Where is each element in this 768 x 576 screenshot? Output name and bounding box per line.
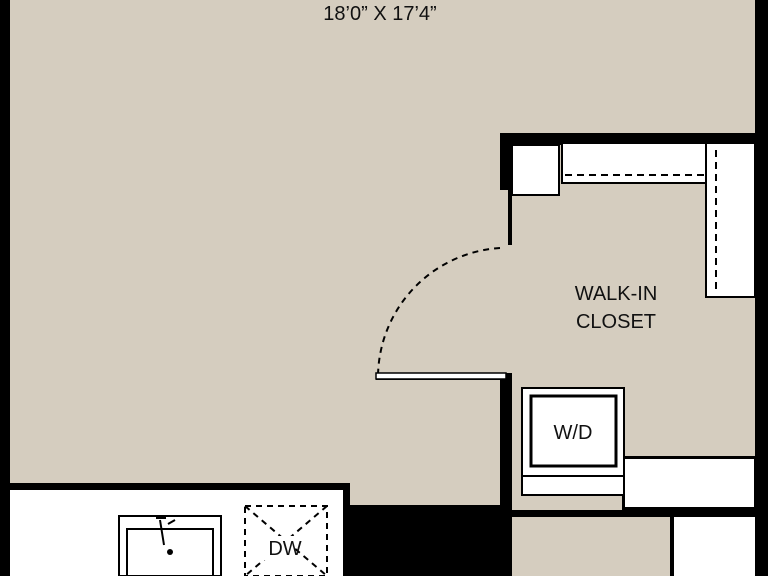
room-dimensions: 18’0” X 17’4” <box>323 3 436 25</box>
washer-dryer-label: W/D <box>554 422 593 444</box>
closet-side-shelf <box>705 142 756 298</box>
closet-corner-box <box>511 144 560 196</box>
closet-label-line1: WALK-IN <box>575 283 658 305</box>
closet-door-opening <box>498 245 518 373</box>
closet-door-leaf <box>375 372 507 380</box>
cabinet-bottom-right <box>674 517 755 576</box>
dishwasher-cross-b <box>244 505 328 576</box>
dishwasher-cross-a <box>244 505 328 576</box>
laundry-shelf <box>623 457 756 509</box>
main-room <box>10 0 755 505</box>
washer-dryer-top <box>529 394 618 468</box>
closet-top-shelf <box>561 142 711 184</box>
hallway-floor <box>512 517 670 576</box>
sink-faucet-icon <box>156 517 176 546</box>
kitchen-counter: DW <box>10 490 343 576</box>
washer-dryer: W/D <box>521 387 625 496</box>
dishwasher-label: DW <box>268 538 301 560</box>
main-room-floor <box>10 0 755 505</box>
bath-door-swing <box>404 541 511 576</box>
sink-drain <box>167 549 173 555</box>
closet-label-line2: CLOSET <box>576 311 656 333</box>
closet-door-swing <box>377 247 501 377</box>
dishwasher-label-bg <box>262 536 294 560</box>
